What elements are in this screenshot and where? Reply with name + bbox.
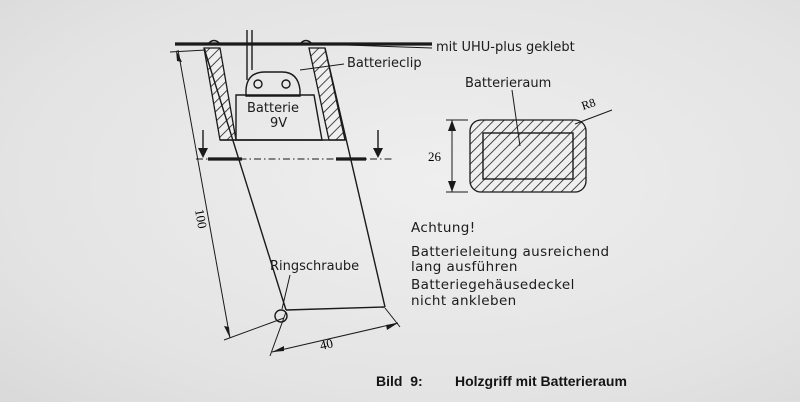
dim-length-label: 100 — [192, 208, 210, 230]
dim-length-arrow-top — [176, 50, 182, 62]
handle-right-edge — [324, 47, 386, 308]
compartment-label: Batterieraum — [465, 76, 551, 91]
section-arrow-right-head — [373, 148, 383, 158]
dim-height-label: 26 — [428, 149, 442, 164]
section-outer-hatch — [469, 119, 587, 193]
battery-label: Batterie — [247, 101, 299, 116]
dim-width-line — [271, 322, 399, 353]
glue-blob-right — [299, 39, 313, 45]
note-line-1: Batterieleitung ausreichend — [411, 244, 610, 260]
glue-leader — [317, 43, 433, 49]
battery-clip — [245, 71, 301, 97]
figure-number: Bild 9: — [376, 373, 423, 389]
note-line-3: Batteriegehäusedeckel — [411, 277, 575, 293]
dim-width-label: 40 — [318, 335, 334, 353]
compartment-leader — [511, 89, 521, 147]
ring-screw-label: Ringschraube — [270, 259, 359, 274]
glue-blob-left — [207, 39, 221, 45]
handle-left-edge — [203, 47, 287, 311]
figure-title: Holzgriff mit Batterieraum — [455, 373, 627, 389]
dim-width-ext-right — [384, 307, 401, 328]
clip-label: Batterieclip — [347, 56, 422, 71]
dim-length-line — [177, 49, 231, 339]
handle-bottom-edge — [285, 306, 386, 311]
dim-height-arrow-top — [448, 120, 456, 131]
dim-length-arrow-bottom — [224, 326, 230, 338]
note-line-4: nicht ankleben — [411, 293, 517, 309]
right-wall-hatch — [308, 47, 346, 141]
warning-note: Achtung! Batterieleitung ausreichend lan… — [411, 220, 610, 309]
ring-screw-leader — [281, 274, 291, 310]
section-inner-cavity — [482, 132, 574, 180]
clip-contact-right — [281, 79, 291, 89]
ring-screw — [274, 309, 288, 323]
battery-voltage-label: 9V — [270, 116, 287, 131]
dim-length-ext-top — [169, 49, 207, 53]
figure-caption: Bild 9: Holzgriff mit Batterieraum — [376, 373, 627, 389]
handle-side-view: mit UHU-plus geklebt Batterieclip Batter… — [169, 30, 575, 357]
clip-leader — [299, 63, 345, 71]
section-arrow-left-head — [198, 148, 208, 158]
dim-width-ext-left — [269, 311, 287, 357]
note-line-2: lang ausführen — [411, 259, 518, 275]
clip-contact-left — [253, 79, 263, 89]
dim-height-arrow-bottom — [448, 181, 456, 192]
dim-width-arrow-left — [272, 346, 284, 352]
radius-label: R8 — [580, 95, 598, 113]
cross-section-view: 26 R8 Batterieraum — [428, 76, 613, 193]
radius-leader — [574, 109, 613, 125]
glue-label: mit UHU-plus geklebt — [436, 40, 575, 55]
dim-length-ext-bottom — [223, 317, 285, 341]
note-title: Achtung! — [411, 220, 476, 236]
dim-width-arrow-right — [386, 323, 398, 330]
